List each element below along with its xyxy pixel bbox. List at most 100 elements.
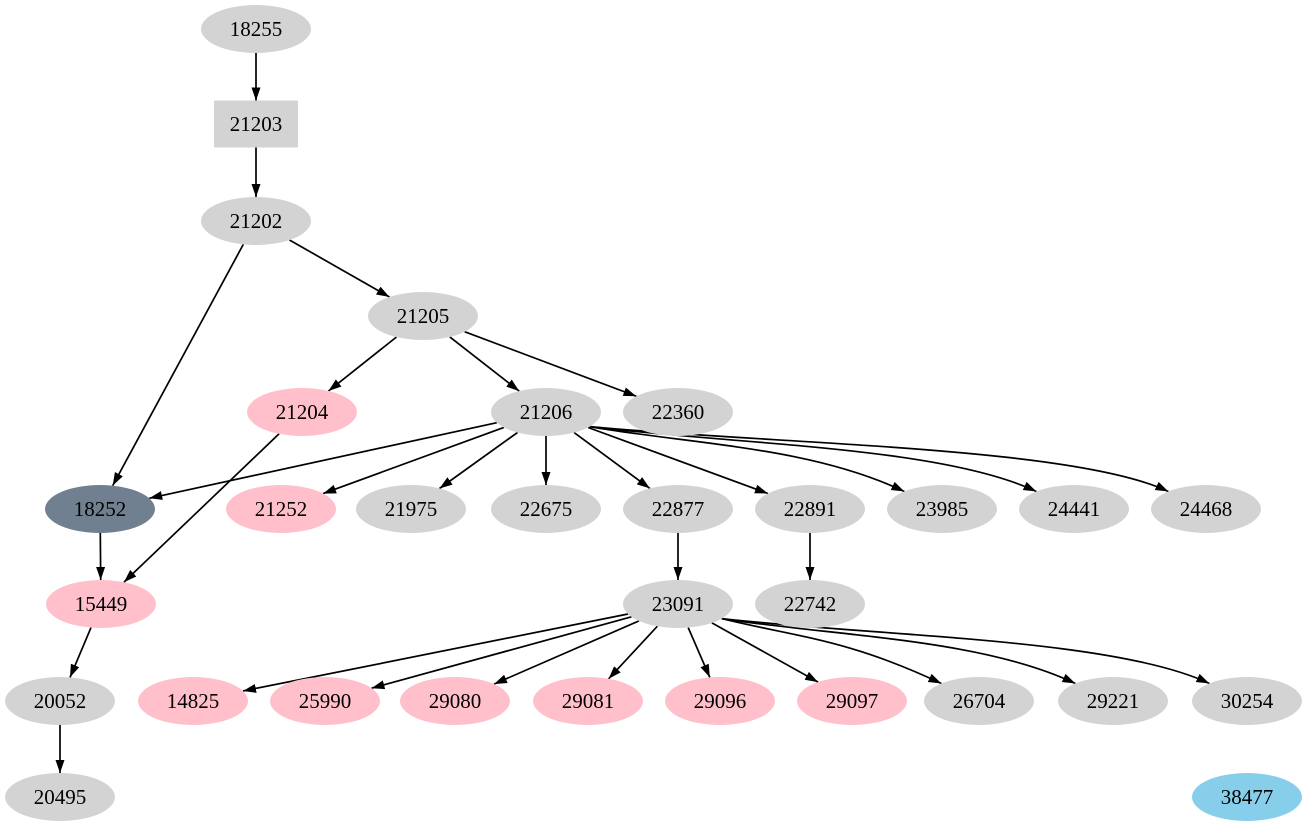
edge-15449-20052 xyxy=(69,627,92,678)
node-label: 22877 xyxy=(652,497,705,521)
node-20052: 20052 xyxy=(5,677,115,725)
edge-23091-29080 xyxy=(493,620,640,685)
edge-23091-29221 xyxy=(721,617,1076,685)
node-21206: 21206 xyxy=(491,388,601,436)
node-21205: 21205 xyxy=(368,292,478,340)
node-29221: 29221 xyxy=(1058,677,1168,725)
node-18255: 18255 xyxy=(201,5,311,53)
edge-21206-23985 xyxy=(589,425,905,493)
node-label: 20495 xyxy=(34,785,87,809)
node-ellipse-shape xyxy=(1151,485,1261,533)
node-ellipse-shape xyxy=(755,485,865,533)
node-label: 29081 xyxy=(562,689,615,713)
edge-23091-26704 xyxy=(721,617,942,685)
edge-21205-21206 xyxy=(449,336,520,392)
node-20495: 20495 xyxy=(5,773,115,821)
node-ellipse-shape xyxy=(924,677,1034,725)
edge-21206-18252 xyxy=(149,421,497,500)
node-ellipse-shape xyxy=(755,580,865,628)
edge-23091-14825 xyxy=(242,613,629,693)
node-ellipse-shape xyxy=(1019,485,1129,533)
edge-23091-25990 xyxy=(371,615,632,690)
node-ellipse-shape xyxy=(491,388,601,436)
node-25990: 25990 xyxy=(270,677,380,725)
node-ellipse-shape xyxy=(5,773,115,821)
node-ellipse-shape xyxy=(226,485,336,533)
node-label: 22742 xyxy=(784,592,837,616)
node-38477: 38477 xyxy=(1192,773,1302,821)
node-label: 22675 xyxy=(520,497,573,521)
node-label: 15449 xyxy=(75,592,128,616)
edge-21202-18252 xyxy=(111,243,245,487)
node-ellipse-shape xyxy=(797,677,907,725)
node-label: 21204 xyxy=(276,400,329,424)
node-22877: 22877 xyxy=(623,485,733,533)
node-label: 22360 xyxy=(652,400,705,424)
node-label: 29080 xyxy=(429,689,482,713)
node-label: 21975 xyxy=(385,497,438,521)
node-label: 24468 xyxy=(1180,497,1233,521)
node-ellipse-shape xyxy=(400,677,510,725)
node-21252: 21252 xyxy=(226,485,336,533)
node-22675: 22675 xyxy=(491,485,601,533)
node-ellipse-shape xyxy=(247,388,357,436)
node-label: 22891 xyxy=(784,497,837,521)
node-21203: 21203 xyxy=(214,100,298,148)
node-22742: 22742 xyxy=(755,580,865,628)
node-22360: 22360 xyxy=(623,388,733,436)
node-ellipse-shape xyxy=(623,388,733,436)
node-18252: 18252 xyxy=(45,485,155,533)
node-23985: 23985 xyxy=(887,485,997,533)
node-label: 30254 xyxy=(1221,689,1274,713)
node-label: 18252 xyxy=(74,497,127,521)
edge-23091-29096 xyxy=(687,627,711,678)
node-label: 29221 xyxy=(1087,689,1140,713)
node-26704: 26704 xyxy=(924,677,1034,725)
node-ellipse-shape xyxy=(45,485,155,533)
node-label: 25990 xyxy=(299,689,352,713)
node-ellipse-shape xyxy=(201,5,311,53)
node-29096: 29096 xyxy=(665,677,775,725)
node-ellipse-shape xyxy=(623,485,733,533)
node-label: 38477 xyxy=(1221,785,1274,809)
edge-21206-22877 xyxy=(573,431,651,490)
node-label: 21202 xyxy=(230,209,283,233)
node-label: 21206 xyxy=(520,400,573,424)
edge-21204-15449 xyxy=(123,433,280,583)
node-ellipse-shape xyxy=(623,580,733,628)
edge-21205-22360 xyxy=(464,330,637,398)
node-21202: 21202 xyxy=(201,197,311,245)
node-14825: 14825 xyxy=(138,677,248,725)
node-29081: 29081 xyxy=(533,677,643,725)
node-ellipse-shape xyxy=(1192,773,1302,821)
node-label: 29097 xyxy=(826,689,879,713)
edge-21205-21204 xyxy=(327,336,398,392)
edge-23091-29081 xyxy=(607,625,659,680)
node-30254: 30254 xyxy=(1192,677,1302,725)
node-24441: 24441 xyxy=(1019,485,1129,533)
node-29097: 29097 xyxy=(797,677,907,725)
node-label: 24441 xyxy=(1048,497,1101,521)
node-label: 14825 xyxy=(167,689,220,713)
node-29080: 29080 xyxy=(400,677,510,725)
node-23091: 23091 xyxy=(623,580,733,628)
node-ellipse-shape xyxy=(138,677,248,725)
node-21975: 21975 xyxy=(356,485,466,533)
node-ellipse-shape xyxy=(368,292,478,340)
node-label: 21252 xyxy=(255,497,308,521)
node-label: 26704 xyxy=(953,689,1006,713)
node-box-shape xyxy=(214,100,298,148)
edge-21206-21975 xyxy=(439,431,518,490)
node-label: 21205 xyxy=(397,304,450,328)
node-21204: 21204 xyxy=(247,388,357,436)
node-label: 23985 xyxy=(916,497,969,521)
node-ellipse-shape xyxy=(1192,677,1302,725)
edge-21206-22891 xyxy=(587,426,769,495)
node-label: 23091 xyxy=(652,592,705,616)
edge-23091-29097 xyxy=(711,622,819,683)
node-22891: 22891 xyxy=(755,485,865,533)
node-ellipse-shape xyxy=(270,677,380,725)
node-ellipse-shape xyxy=(1058,677,1168,725)
